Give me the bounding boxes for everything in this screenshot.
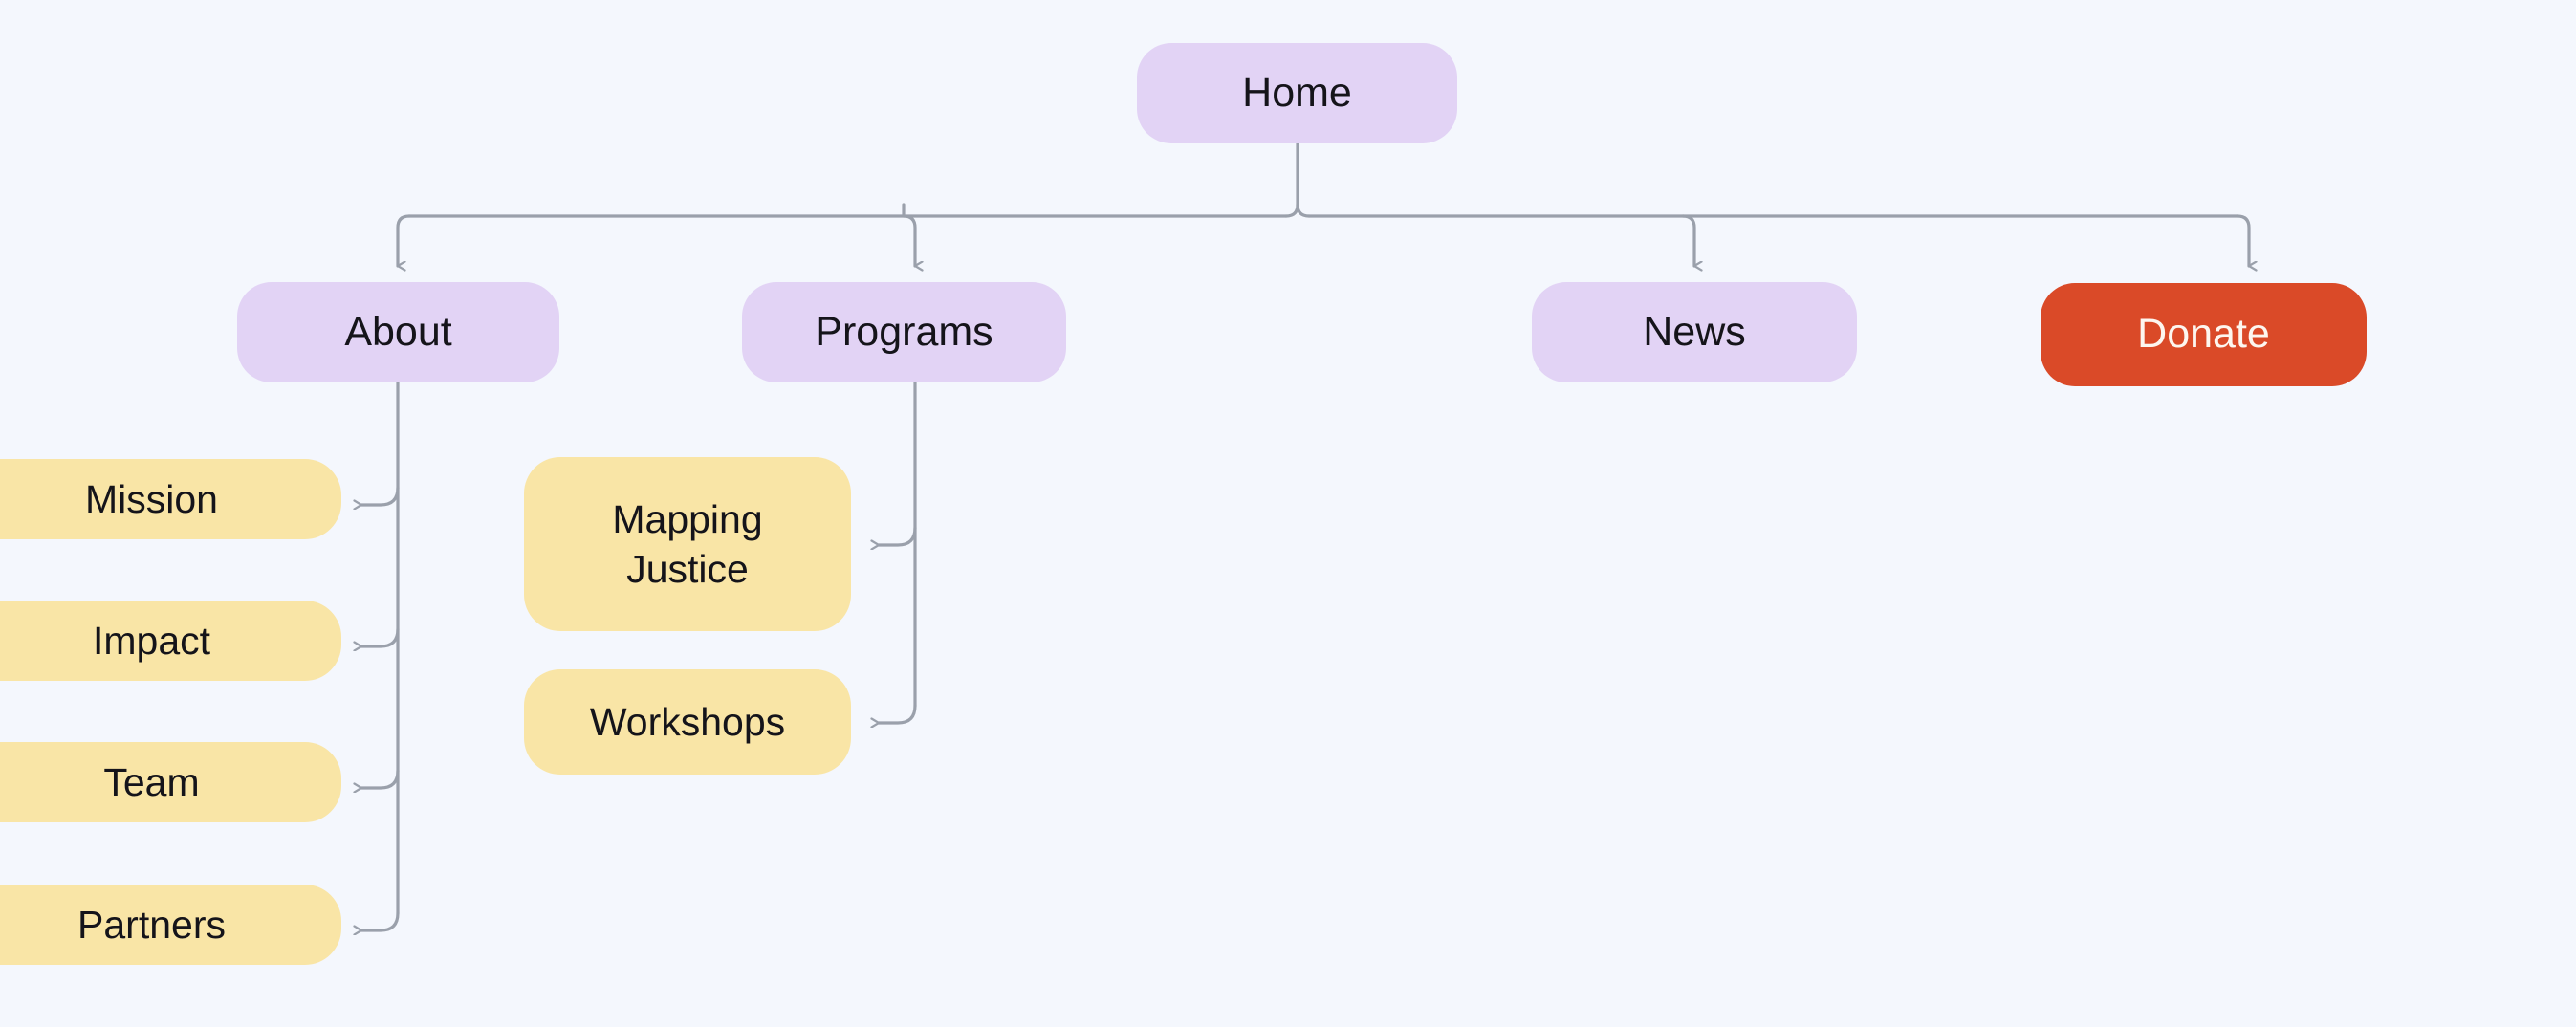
edge-home-programs <box>904 203 915 266</box>
node-about[interactable]: About <box>237 282 559 382</box>
node-workshops[interactable]: Workshops <box>524 669 851 775</box>
node-home[interactable]: Home <box>1137 43 1457 143</box>
edge-home-news <box>1681 214 1694 266</box>
node-news[interactable]: News <box>1532 282 1857 382</box>
edge-home-stem-left <box>1284 203 1299 218</box>
edge-about-impact <box>361 627 400 646</box>
edge-about-partners <box>361 911 400 930</box>
edge-about-team <box>361 769 400 788</box>
node-programs-label: Programs <box>815 308 993 355</box>
edge-home-donate <box>2236 214 2249 266</box>
edge-programs-workshops <box>879 704 917 723</box>
node-mission-label: Mission <box>85 476 218 521</box>
node-partners-label: Partners <box>77 902 226 947</box>
node-home-label: Home <box>1242 69 1352 116</box>
node-mission[interactable]: Mission <box>0 459 341 539</box>
edge-about-mission <box>361 486 400 505</box>
node-mapping-justice-label: Mapping Justice <box>612 496 763 591</box>
node-mapping-justice[interactable]: Mapping Justice <box>524 457 851 631</box>
node-donate-label: Donate <box>2137 311 2270 358</box>
node-team-label: Team <box>103 759 200 804</box>
node-workshops-label: Workshops <box>589 699 786 744</box>
edge-home-about <box>396 214 411 266</box>
node-partners[interactable]: Partners <box>0 885 341 965</box>
node-impact[interactable]: Impact <box>0 601 341 681</box>
edge-home-stem <box>1296 142 1311 218</box>
node-impact-label: Impact <box>92 618 211 663</box>
node-team[interactable]: Team <box>0 742 341 822</box>
edge-programs-mapping <box>879 526 917 545</box>
node-donate[interactable]: Donate <box>2041 283 2367 386</box>
node-news-label: News <box>1643 308 1746 355</box>
node-about-label: About <box>344 308 452 355</box>
node-programs[interactable]: Programs <box>742 282 1066 382</box>
